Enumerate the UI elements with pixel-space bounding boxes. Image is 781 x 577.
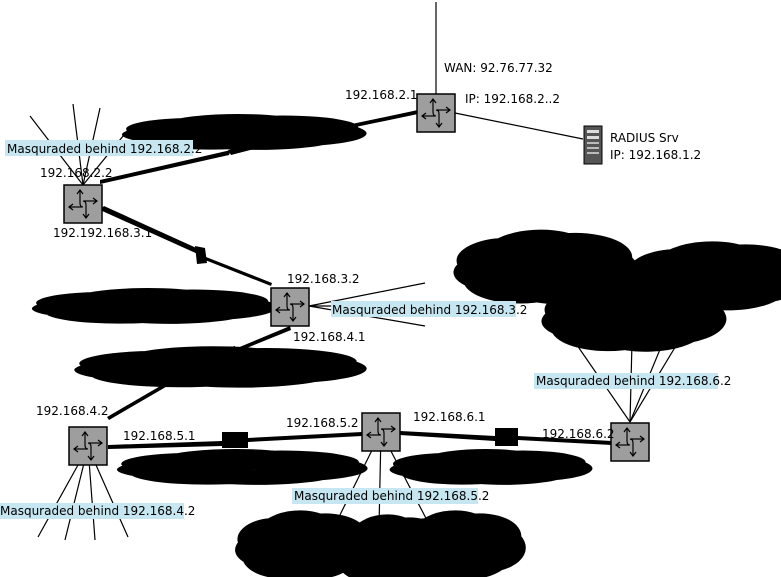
hotspot-subnet: 10.6.1.1/24 (612, 323, 658, 332)
router-ip-label: 192.168.6.1 (413, 410, 486, 424)
hotspot-name: Hots pot 2 (287, 539, 318, 546)
router-ip-label: 192.192.168.3.1 (53, 226, 152, 240)
server-icon (583, 125, 603, 165)
router-ip-label: 192.168.3.2 (287, 272, 360, 286)
hotspot-name: Hotspot 3 (700, 264, 739, 273)
highlight-backgrounds (0, 140, 718, 519)
hotspot-name: Hots pot 2 (442, 539, 473, 546)
router-ip-label: IP: 192.168.2..2 (465, 92, 560, 106)
router-icon (416, 93, 456, 133)
router-icon (68, 426, 108, 466)
hotspot-subnet: 10.5.2.1/24 (288, 548, 323, 555)
hotspot-name: Hotspot 2 (526, 260, 565, 269)
masquerade-label: Masquraded behind 192.168.2.2 (7, 142, 202, 156)
router-icon (361, 412, 401, 452)
lan-label: LAN: 192.168.5.1/24 (200, 465, 273, 473)
radius-ip-label: IP: 192.168.1.2 (610, 148, 701, 162)
masquerade-label: Masquraded behind 192.168.5.2 (294, 489, 489, 503)
hotspot-subnet: 10.6.3.1/24 (696, 277, 742, 286)
hotspot-name: Hotspot 1 (615, 310, 654, 319)
radius-name-label: RADIUS Srv (610, 131, 679, 145)
lan-label: LAN: 192.168.2.1/24 (216, 128, 289, 136)
hotspot-subnet: 10.6.2.1/24 (525, 272, 571, 281)
lan-label: LAN: 192.168.4.1/24 (175, 365, 237, 372)
router-ip-label: 192.168.4.2 (36, 404, 109, 418)
router-ip-label: 192.168.6.2 (542, 427, 615, 441)
router-icon (270, 287, 310, 327)
router-ip-label: 192.168.5.2 (286, 416, 359, 430)
masquerade-label: Masquraded behind 192.168.3.2 (332, 303, 527, 317)
wan-label: WAN: 92.76.77.32 (444, 61, 553, 75)
router-ip-label: 192.168.5.1 (123, 429, 196, 443)
hotspot-subnet: 10.5.1.1/24 (374, 554, 409, 561)
hotspot-subnet: 10.5.3.1/24 (443, 548, 478, 555)
router-ip-label: 192.168.2.2 (40, 166, 113, 180)
lan-label: LAN: 192.168.6.1/24 (467, 465, 540, 473)
masquerade-label: Masquraded behind 192.168.4.2 (0, 504, 195, 518)
router-icon (63, 184, 103, 224)
router-ip-label: 192.168.2.1 (345, 88, 418, 102)
router-ip-label: 192.168.4.1 (293, 330, 366, 344)
masquerade-label: Masquraded behind 192.168.6.2 (536, 374, 731, 388)
lan-label: LAN: 192.168.3.1/24 (112, 303, 185, 311)
hotspot-name: Hots pot 2 (375, 544, 406, 551)
router-icon (610, 422, 650, 462)
